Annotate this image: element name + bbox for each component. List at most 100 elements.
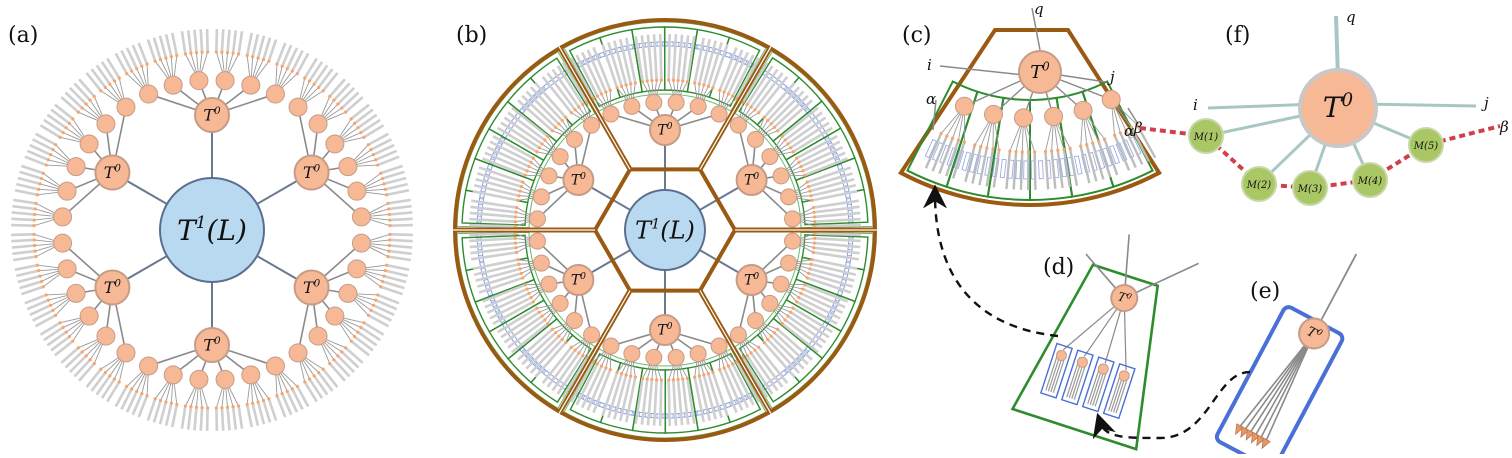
- leaf-dot: [646, 79, 649, 82]
- leaf-dot: [546, 322, 549, 325]
- leaf-dot: [795, 300, 798, 303]
- leaf-dot: [93, 362, 96, 365]
- leaf-stub: [74, 83, 90, 100]
- small-tensor-node: [730, 117, 746, 133]
- leaf-dot: [538, 311, 541, 314]
- leaf-dot: [220, 51, 223, 54]
- leaf-stub: [355, 337, 373, 351]
- leaf-stub: [346, 348, 363, 363]
- leaf-dot: [530, 161, 533, 164]
- leaf-dot: [1103, 138, 1106, 141]
- leaf-stub: [384, 178, 406, 184]
- leaf-dot: [77, 111, 80, 114]
- leaf-dot: [812, 251, 815, 254]
- mps-tensor-label: M(2): [1246, 180, 1272, 191]
- leaf-dot: [641, 377, 644, 380]
- leaf-stub: [361, 120, 380, 133]
- leaf-dot: [387, 207, 390, 210]
- tensor-node-superscript: 0: [753, 172, 759, 182]
- panel-label-f: (f): [1225, 23, 1250, 48]
- leaf-dot: [806, 181, 809, 184]
- tensor-node-superscript: 0: [214, 105, 221, 117]
- leaf-dot: [784, 318, 787, 321]
- leaf-dot: [564, 341, 567, 344]
- leaf-dot: [37, 269, 40, 272]
- leaf-dot: [581, 103, 584, 106]
- small-tensor-node: [242, 76, 260, 94]
- leaf-dot: [763, 341, 766, 344]
- leaf-stub: [70, 356, 86, 372]
- leaf-dot: [226, 51, 229, 54]
- leaf-dot: [543, 139, 546, 142]
- leaf-dot: [369, 148, 372, 151]
- root-node-superscript: 1: [651, 216, 660, 232]
- leaf-stub: [233, 30, 236, 53]
- leaf-dot: [781, 322, 784, 325]
- leaf-stub: [346, 97, 363, 112]
- leaf-stub: [654, 380, 657, 426]
- leaf-stub: [166, 403, 171, 425]
- leaf-dot: [620, 372, 623, 375]
- leaf-dot: [749, 351, 752, 354]
- mps-center-node-T0: T0: [1300, 70, 1376, 146]
- leaf-stub: [390, 219, 413, 220]
- leaf-dot: [332, 99, 335, 102]
- leaf-dot: [104, 371, 107, 374]
- leaf-dot: [275, 394, 278, 397]
- leaf-stub: [74, 360, 90, 377]
- leaf-dot: [524, 174, 527, 177]
- leaf-dot: [312, 374, 315, 377]
- leaf-group-box: [1000, 159, 1006, 177]
- leaf-stub: [334, 360, 350, 377]
- leaf-stub: [87, 73, 101, 91]
- leaf-stub: [384, 276, 406, 282]
- leaf-dot: [34, 249, 37, 252]
- leaf-stub: [654, 34, 657, 80]
- small-tensor-node: [624, 98, 640, 114]
- mps-tensor-label: M(4): [1357, 176, 1383, 187]
- panel-label-d: (d): [1043, 255, 1074, 280]
- leaf-stub: [92, 69, 106, 87]
- leaf-dot: [570, 111, 573, 114]
- leaf-dot: [570, 346, 573, 349]
- leaf-stub: [351, 105, 369, 119]
- leaf-dot: [676, 378, 679, 381]
- leaf-stub: [526, 336, 559, 369]
- subtree-node-T0: T0: [95, 156, 129, 190]
- leaf-stub: [926, 133, 941, 168]
- leaf-dot: [803, 283, 806, 286]
- mps-tensor-label: M(5): [1413, 141, 1439, 152]
- leaf-dot: [753, 349, 756, 352]
- leaf-dot: [33, 213, 36, 216]
- leaf-dot: [813, 232, 816, 235]
- small-tensor-node: [785, 211, 801, 227]
- leaf-stub: [87, 369, 101, 387]
- leaf-dot: [707, 85, 710, 88]
- small-tensor-node: [529, 233, 545, 249]
- leaf-dot: [303, 76, 306, 79]
- small-tensor-node: [216, 370, 234, 388]
- leaf-stub: [815, 219, 861, 222]
- small-tensor-node: [67, 284, 85, 302]
- small-tensor-node: [339, 284, 357, 302]
- leaf-dot: [979, 145, 982, 148]
- leaf-dot: [650, 378, 653, 381]
- leg-label-i: i: [927, 56, 932, 74]
- leaf-stub: [233, 407, 236, 430]
- leaf-dot: [125, 385, 128, 388]
- leaf-group-box: [1016, 161, 1021, 179]
- leaf-dot: [52, 309, 55, 312]
- leaf-dot: [45, 293, 48, 296]
- leaf-stub: [44, 327, 63, 340]
- leaf-dot: [99, 89, 102, 92]
- leaf-stub: [469, 219, 515, 222]
- small-tensor-node: [140, 357, 158, 375]
- leaf-dot: [200, 51, 203, 54]
- leaf-dot: [957, 139, 960, 142]
- leaf-dot: [215, 406, 218, 409]
- leaf-stub: [216, 29, 217, 52]
- leaf-dot: [286, 67, 289, 70]
- leaf-stub: [15, 190, 38, 195]
- leaf-dot: [629, 82, 632, 85]
